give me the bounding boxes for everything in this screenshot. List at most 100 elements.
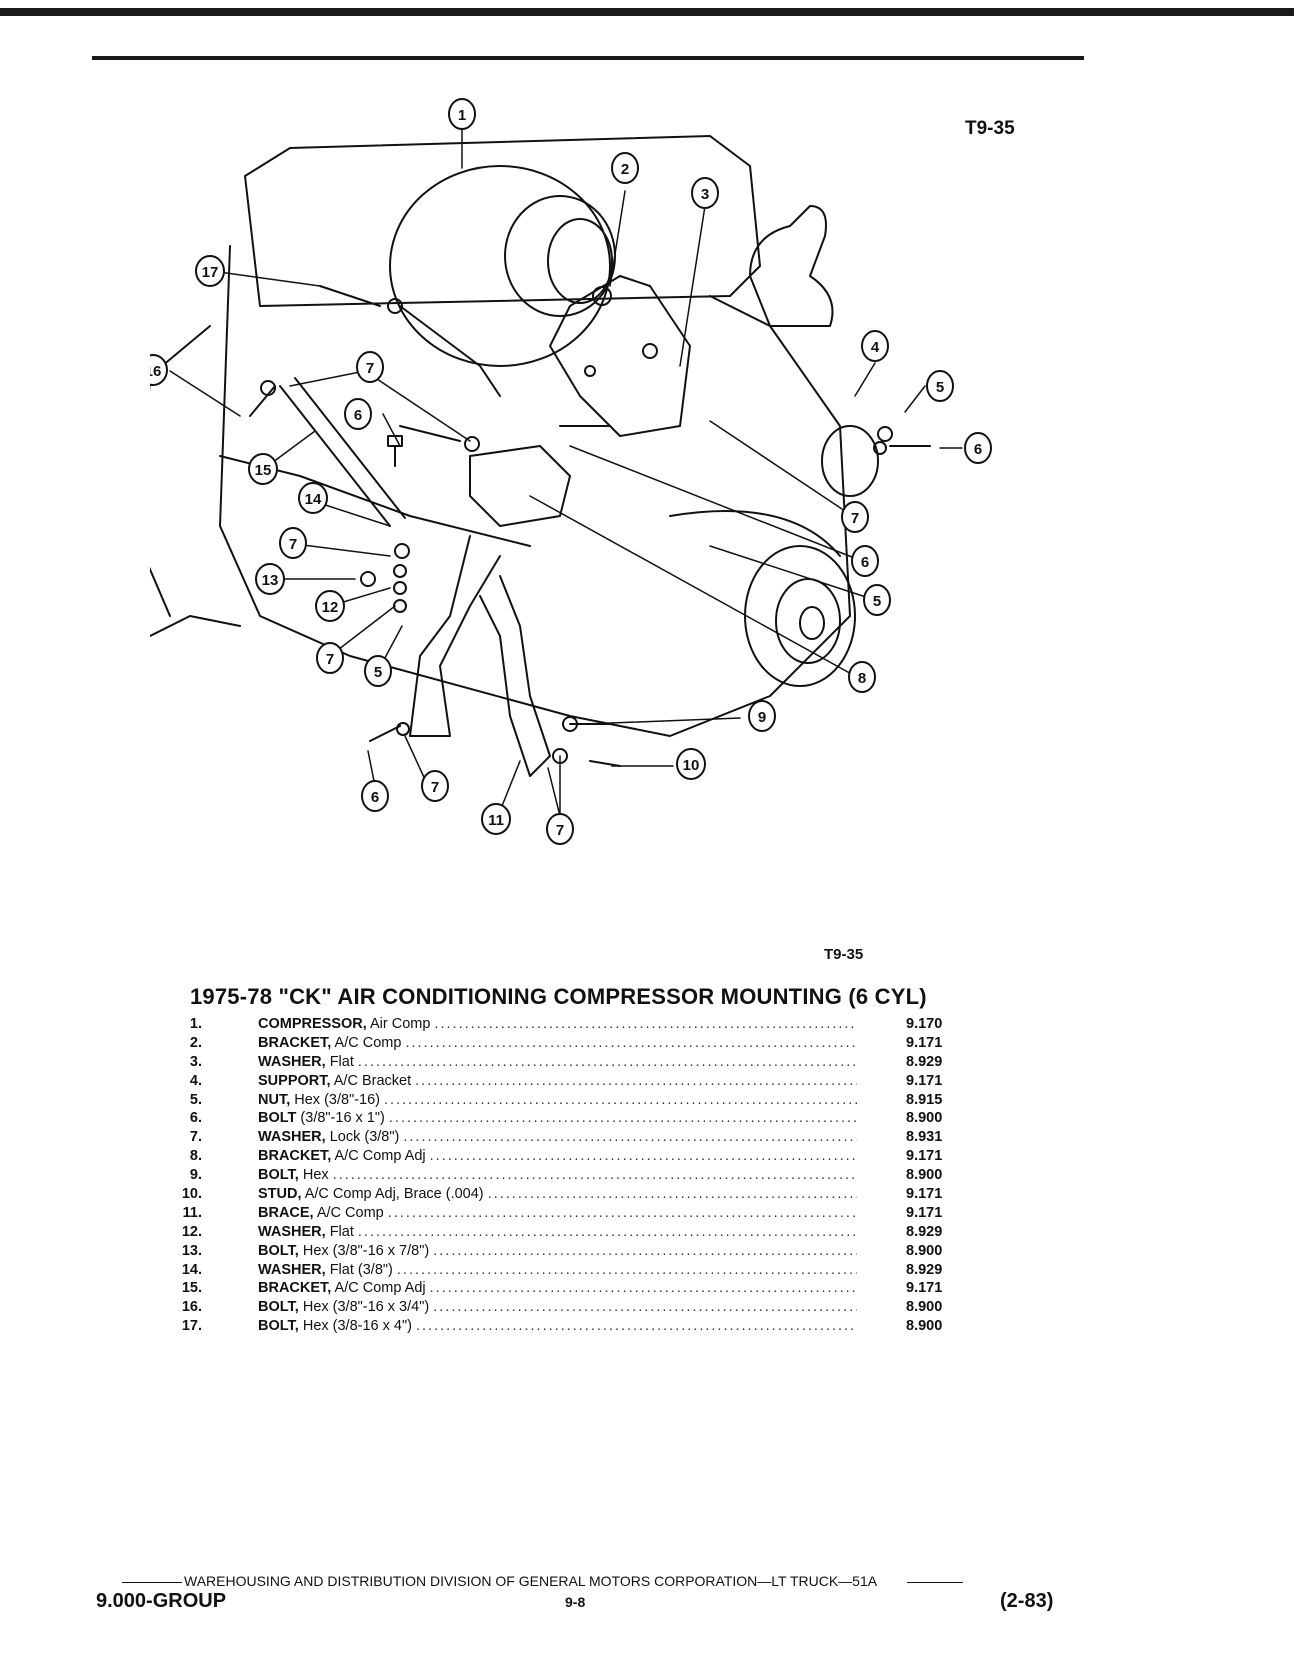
parts-list-row: 8. BRACKET, A/C Comp Adj ................… (172, 1147, 972, 1166)
part-group-number: 9.171 (906, 1186, 943, 1203)
part-number: 5. (189, 1091, 202, 1108)
bracket-a-c-comp (549, 275, 691, 437)
callout-6: 6 (344, 398, 372, 430)
part-detail: Flat (329, 1223, 354, 1240)
part-number: 2. (189, 1034, 202, 1051)
part-description: BRACKET, A/C Comp Adj ..................… (258, 1147, 857, 1166)
callout-5: 5 (863, 584, 891, 616)
part-name: BRACKET, (258, 1034, 332, 1051)
callout-16: 16 (150, 354, 168, 386)
svg-text:2: 2 (621, 161, 629, 178)
part-number: 7. (189, 1129, 202, 1146)
bracket-strut (279, 377, 406, 527)
svg-text:7: 7 (366, 360, 374, 377)
part-number: 17. (181, 1318, 202, 1335)
part-number: 12. (181, 1223, 202, 1240)
part-name: BOLT, (258, 1242, 299, 1259)
part-name: WASHER, (258, 1223, 326, 1240)
callout-5: 5 (926, 370, 954, 402)
part-group-number: 8.900 (906, 1167, 943, 1184)
part-group-number: 8.929 (906, 1261, 943, 1278)
part-number: 1. (189, 1016, 202, 1032)
svg-text:13: 13 (262, 572, 279, 589)
footer-publisher-text: WAREHOUSING AND DISTRIBUTION DIVISION OF… (184, 1573, 878, 1589)
part-description: WASHER, Flat ...........................… (258, 1223, 857, 1242)
leader-dots: ........................................… (429, 1280, 857, 1297)
part-number: 15. (181, 1280, 202, 1297)
brace-a-c-comp (409, 535, 501, 737)
svg-text:12: 12 (322, 599, 339, 616)
svg-text:6: 6 (371, 789, 379, 806)
part-description: WASHER, Lock (3/8") ....................… (258, 1128, 857, 1147)
parts-list-row: 4.SUPPORT, A/C Bracket .................… (172, 1072, 972, 1091)
part-description: COMPRESSOR, Air Comp ...................… (258, 1015, 857, 1034)
part-detail: Hex (3/8"-16) (294, 1091, 380, 1108)
svg-text:6: 6 (861, 554, 869, 571)
callout-9: 9 (748, 700, 776, 732)
svg-text:3: 3 (701, 186, 709, 203)
svg-text:15: 15 (255, 462, 272, 479)
callout-15: 15 (248, 453, 278, 485)
svg-text:4: 4 (871, 339, 880, 356)
thermostat-housing (749, 205, 834, 327)
parts-list-row: 1. COMPRESSOR, Air Comp .................… (172, 1015, 972, 1034)
leader-dots: ........................................… (384, 1091, 857, 1108)
footer-dash-left (122, 1581, 182, 1583)
part-number: 6. (189, 1110, 202, 1127)
figure-code-top: T9-35 (965, 118, 1015, 139)
exploded-diagram: 1 2 3 4 5 5 5 6 6 6 6 7 7 7 7 7 7 7 8 9 … (150, 98, 992, 845)
leader-dots: ........................................… (357, 1053, 857, 1070)
part-name: SUPPORT, (258, 1072, 331, 1089)
header-rule (92, 56, 1084, 60)
part-group-number: 8.929 (906, 1223, 943, 1240)
parts-list-row: 7. WASHER, Lock (3/8") ..................… (172, 1128, 972, 1147)
svg-text:9: 9 (758, 709, 766, 726)
part-description: BOLT, Hex (3/8"-16 x 7/8") .............… (258, 1242, 857, 1261)
part-name: NUT, (258, 1091, 291, 1108)
part-detail: Air Comp (370, 1016, 431, 1032)
footer-dash-right (907, 1581, 964, 1583)
part-group-number: 8.915 (906, 1091, 943, 1108)
parts-list-row: 17. BOLT, Hex (3/8-16 x 4") .............… (172, 1317, 972, 1336)
svg-text:17: 17 (202, 264, 219, 281)
parts-list-row: 9. BOLT, Hex ............................… (172, 1166, 972, 1185)
part-description: STUD, A/C Comp Adj, Brace (.004) .......… (258, 1185, 857, 1204)
part-name: BOLT, (258, 1299, 299, 1316)
svg-text:7: 7 (556, 822, 564, 839)
part-number: 9. (189, 1167, 202, 1184)
part-name: BOLT, (258, 1318, 299, 1335)
part-detail: A/C Comp Adj, Brace (.004) (304, 1186, 484, 1203)
part-description: BOLT, Hex (3/8"-16 x 3/4") .............… (258, 1298, 857, 1317)
parts-list-row: 3.WASHER, Flat .........................… (172, 1053, 972, 1072)
part-number: 16. (181, 1299, 202, 1316)
part-description: BOLT, Hex (3/8-16 x 4") ................… (258, 1317, 857, 1336)
svg-text:7: 7 (851, 510, 859, 527)
leader-dots: ........................................… (387, 1204, 857, 1221)
part-detail: Lock (3/8") (329, 1129, 400, 1146)
callout-4: 4 (861, 330, 889, 362)
part-name: BRACKET, (258, 1280, 332, 1297)
part-description: BRACKET, A/C Comp Adj ..................… (258, 1279, 857, 1298)
part-number: 8. (189, 1148, 202, 1165)
callout-17: 17 (195, 255, 225, 287)
svg-text:11: 11 (488, 812, 504, 829)
callout-7: 7 (356, 351, 384, 383)
parts-list-row: 10.STUD, A/C Comp Adj, Brace (.004) ....… (172, 1185, 972, 1204)
part-detail: A/C Comp (316, 1204, 384, 1221)
parts-list-row: 6.BOLT (3/8"-16 x 1") ..................… (172, 1109, 972, 1128)
part-group-number: 9.171 (906, 1204, 943, 1221)
callout-5: 5 (364, 655, 392, 687)
parts-list-row: 5. NUT, Hex (3/8"-16) ...................… (172, 1091, 972, 1110)
callout-2: 2 (611, 152, 639, 184)
footer-group-code: 9.000-GROUP (96, 1590, 227, 1612)
part-description: BOLT, Hex ..............................… (258, 1166, 857, 1185)
part-number: 4. (189, 1072, 202, 1089)
part-group-number: 8.900 (906, 1299, 943, 1316)
part-name: BOLT (258, 1110, 297, 1127)
callout-14: 14 (298, 482, 328, 514)
part-description: WASHER, Flat (3/8") ....................… (258, 1261, 857, 1280)
leader-dots: ........................................… (388, 1110, 857, 1127)
part-description: NUT, Hex (3/8"-16) .....................… (258, 1091, 857, 1110)
svg-text:16: 16 (150, 363, 161, 380)
part-group-number: 9.171 (906, 1280, 943, 1297)
